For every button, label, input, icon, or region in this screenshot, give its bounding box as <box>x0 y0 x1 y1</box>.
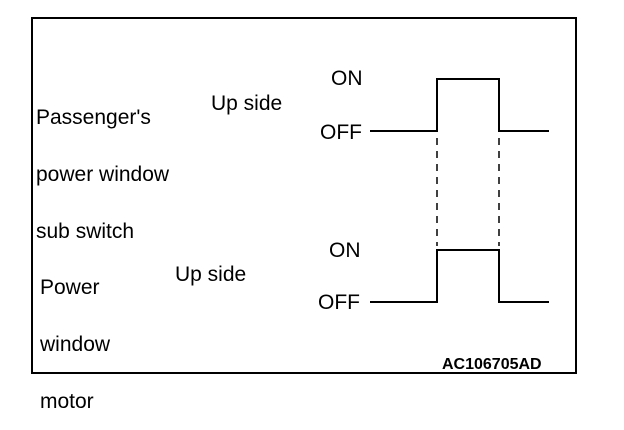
motor-label-line-3: motor <box>40 390 94 413</box>
switch-label-line-1: Passenger's <box>36 106 151 129</box>
motor-on-label: ON <box>329 239 361 262</box>
motor-label-line-2: window <box>40 333 111 356</box>
motor-off-label: OFF <box>318 291 360 314</box>
figure-code: AC106705AD <box>442 356 542 373</box>
timing-waveforms <box>370 78 549 303</box>
switch-waveform <box>370 78 549 132</box>
motor-waveform <box>370 249 549 303</box>
motor-label-line-1: Power <box>40 276 100 299</box>
switch-label-line-3: sub switch <box>36 220 135 243</box>
switch-label: Passenger's power window sub switch <box>36 70 169 260</box>
switch-side-label: Up side <box>211 92 283 115</box>
motor-label: Power window motor <box>40 240 110 430</box>
switch-label-line-2: power window <box>36 163 170 186</box>
motor-side-label: Up side <box>175 263 247 286</box>
switch-on-label: ON <box>331 67 363 90</box>
diagram-frame <box>31 17 577 374</box>
switch-off-label: OFF <box>320 121 362 144</box>
